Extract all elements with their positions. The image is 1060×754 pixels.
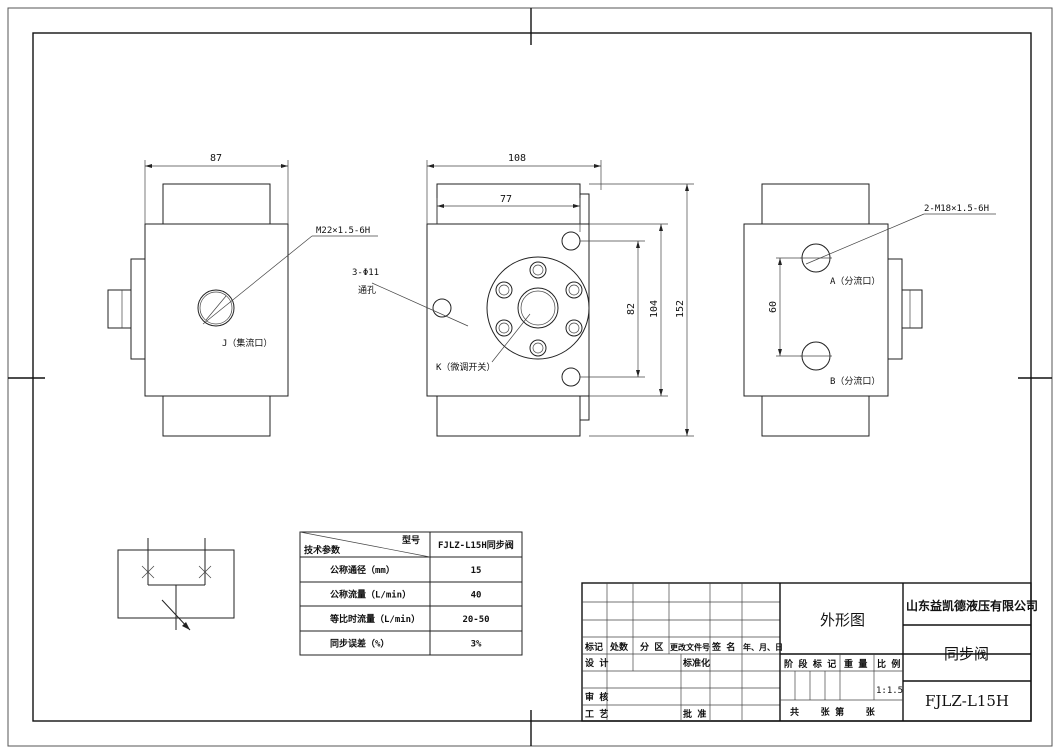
table-header-model: 型号 bbox=[402, 534, 420, 546]
tb-sheets: 共 张 第 张 bbox=[790, 706, 876, 718]
table-row-value: 40 bbox=[471, 591, 482, 601]
right-thread-label: 2-M18×1.5-6H bbox=[924, 204, 989, 214]
inner-border bbox=[32, 32, 1032, 722]
table-row-param: 公称流量（L/min） bbox=[330, 589, 411, 601]
port-b-label: B（分流口） bbox=[830, 375, 880, 387]
port-a-label: A（分流口） bbox=[830, 275, 880, 287]
title-block: 外形图 山东益凯德液压有限公司 同步阀 FJLZ-L15H 1:1.5 标记 处… bbox=[581, 582, 1038, 722]
hole-spec-label: 3-Φ11 bbox=[352, 268, 379, 278]
tb-approve: 批 准 bbox=[683, 708, 706, 720]
dim-82: 82 bbox=[626, 303, 637, 315]
table-header-params: 技术参数 bbox=[304, 544, 341, 556]
table-row-param: 同步误差（%） bbox=[330, 638, 389, 650]
flange-circle bbox=[486, 256, 590, 360]
tb-company: 山东益凯德液压有限公司 bbox=[906, 598, 1038, 613]
tb-product-code: FJLZ-L15H bbox=[925, 692, 1009, 710]
left-thread-label: M22×1.5-6H bbox=[316, 226, 370, 236]
tb-weight: 重 量 bbox=[844, 658, 867, 670]
tb-process: 工 艺 bbox=[585, 708, 608, 720]
table-row-param: 公称通径（mm） bbox=[330, 564, 395, 576]
right-view: 2-M18×1.5-6H A（分流口） B（分流口） 60 bbox=[743, 183, 996, 437]
tb-zone: 分 区 bbox=[640, 641, 663, 653]
port-j-label: J（集流口） bbox=[222, 337, 272, 349]
left-view: M22×1.5-6H J（集流口） 87 bbox=[107, 153, 378, 437]
tb-mark: 标记 bbox=[584, 641, 603, 653]
tb-standard: 标准化 bbox=[682, 657, 710, 669]
table-row-value: 15 bbox=[471, 566, 482, 576]
front-width-dim: 108 bbox=[508, 153, 526, 164]
spacing-dim: 60 bbox=[768, 301, 779, 313]
table-row-value: 3% bbox=[471, 640, 482, 650]
tb-sign: 签 名 bbox=[711, 641, 735, 653]
dim-152: 152 bbox=[675, 300, 686, 318]
flange-bolts bbox=[495, 261, 583, 357]
hole-note-label: 通孔 bbox=[358, 285, 376, 296]
tb-product-name: 同步阀 bbox=[944, 645, 989, 663]
tb-design: 设 计 bbox=[585, 657, 608, 669]
table-model-value: FJLZ-L15H同步阀 bbox=[438, 539, 514, 551]
through-hole-bottom bbox=[561, 367, 581, 387]
front-view: 3-Φ11 通孔 K（微调开关） 108 77 82 104 bbox=[352, 153, 694, 437]
through-hole-top bbox=[561, 231, 581, 251]
tb-scale: 1:1.5 bbox=[876, 686, 903, 696]
center-bore bbox=[517, 287, 559, 329]
tb-review: 审 核 bbox=[585, 691, 608, 703]
tb-ratio: 比 例 bbox=[877, 658, 900, 670]
table-row-param: 等比时流量（L/min） bbox=[329, 613, 420, 625]
tb-date: 年、月、日 bbox=[743, 642, 783, 652]
tb-drawing-type: 外形图 bbox=[820, 611, 865, 629]
front-offset-dim: 77 bbox=[500, 194, 512, 205]
tech-param-table: 型号 技术参数 FJLZ-L15H同步阀 公称通径（mm） 15 公称流量（L/mi… bbox=[299, 531, 523, 656]
through-hole-left bbox=[432, 298, 452, 318]
tb-count: 处数 bbox=[609, 641, 629, 653]
hydraulic-symbol bbox=[117, 538, 235, 631]
table-row-value: 20-50 bbox=[462, 615, 489, 625]
tb-stage-mark: 阶 段 标 记 bbox=[784, 658, 836, 670]
knob-label: K（微调开关） bbox=[436, 361, 495, 373]
left-width-dim: 87 bbox=[210, 153, 222, 164]
tb-change-doc: 更改文件号 bbox=[670, 642, 710, 652]
outer-border bbox=[7, 7, 1053, 747]
port-j-circle bbox=[197, 289, 235, 327]
dim-104: 104 bbox=[649, 300, 660, 318]
centering-marks bbox=[8, 8, 1052, 746]
